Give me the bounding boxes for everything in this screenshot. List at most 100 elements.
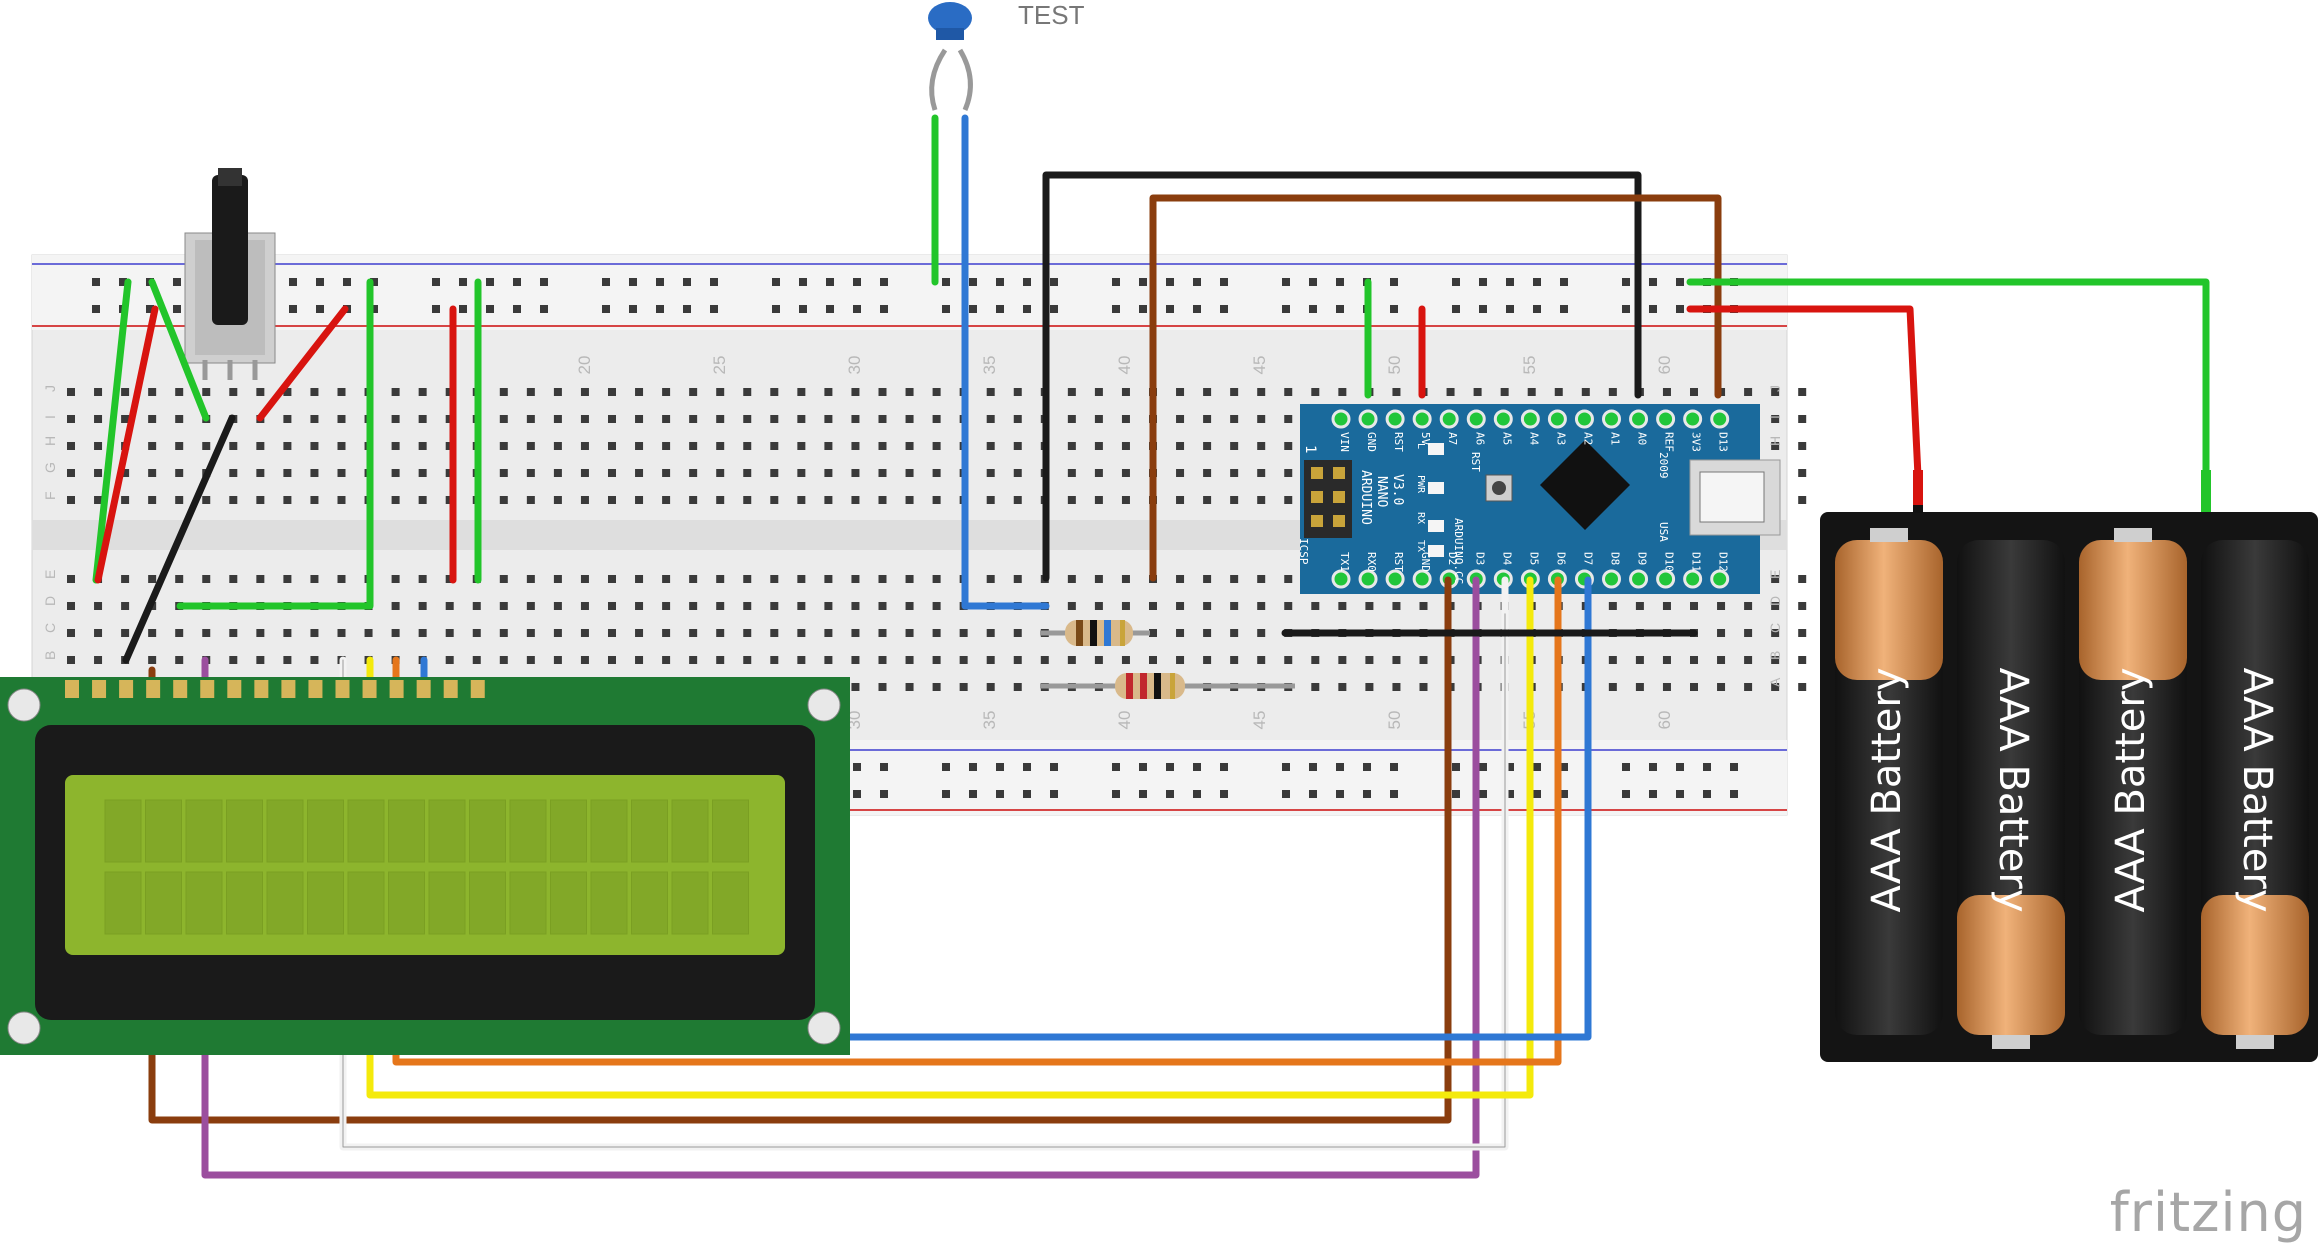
hole [1771,575,1780,583]
rail-hole [1112,278,1120,286]
hole [905,388,914,396]
battery-cell: AAA Battery [1957,540,2065,1049]
rail-hole [853,305,861,313]
column-number: 60 [1655,356,1674,375]
hole [229,442,238,450]
capacitor-label: TEST [1018,0,1085,30]
lcd-cell [550,799,587,863]
rail-hole [880,278,888,286]
hole [1094,442,1103,450]
column-number: 40 [1115,711,1134,730]
rail-hole [1649,790,1657,798]
hole [1338,388,1347,396]
rail-hole [1336,305,1344,313]
nano-pin-top [1385,409,1405,429]
rail-hole [486,305,494,313]
rail-hole [540,305,548,313]
hole [472,602,481,610]
hole [905,575,914,583]
rail-hole [1649,305,1657,313]
rail-hole [880,305,888,313]
rail-hole [1363,763,1371,771]
board-usa: USA [1657,522,1670,542]
rail-hole [602,305,610,313]
lcd-cell [671,799,709,863]
rail-hole [1533,278,1541,286]
lcd-cell [509,799,547,863]
hole [175,629,184,637]
rail-hole [1220,305,1228,313]
hole [1230,656,1239,664]
rail-hole [146,305,154,313]
hole [229,388,238,396]
hole [1203,602,1212,610]
nano-pin-bottom [1683,569,1703,589]
lcd-pin [362,680,377,698]
hole [418,442,427,450]
hole [608,575,616,583]
hole [743,442,752,450]
wire-green-pot-1 [92,278,132,584]
hole [499,496,508,504]
row-letter: F [42,491,58,500]
hole [580,469,589,477]
row-letter: D [1767,596,1783,606]
hole [445,656,454,664]
hole [1771,656,1780,664]
lcd-pin [146,680,161,698]
lcd-cell [145,799,182,863]
column-number: 60 [1655,711,1674,730]
hole [1284,496,1293,504]
hole [689,656,698,664]
rail-hole [1730,763,1738,771]
lcd-pin [254,680,269,698]
hole [94,469,103,477]
lcd-pin [281,680,296,698]
hole [1284,469,1293,477]
hole [608,442,616,450]
column-number: 40 [1115,356,1134,375]
hole [662,656,671,664]
hole [635,388,644,396]
hole [1798,629,1807,637]
led-label: RX [1415,512,1426,524]
hole [905,415,914,423]
pin-label: D13 [1717,432,1730,452]
hole [1365,602,1374,610]
hole [1365,683,1374,691]
row-letter: E [1767,570,1783,579]
hole [445,629,454,637]
hole [905,656,914,664]
board-site: ARDUINO.CC [1452,518,1465,584]
microcontroller-chip [1540,440,1630,530]
hole [1121,575,1130,583]
lcd-cell [590,799,628,863]
rail-hole [432,278,440,286]
row-letter: H [42,436,58,446]
hole [824,602,833,610]
hole [851,415,860,423]
lcd-pin [65,680,79,698]
rail-hole [853,763,861,771]
hole [608,629,616,637]
hole [175,469,184,477]
board-name: ARDUINO [1358,470,1373,525]
rail-hole [1452,763,1460,771]
rail-hole [1166,278,1174,286]
column-number: 35 [980,711,999,730]
hole [1013,683,1022,691]
hole [1284,575,1293,583]
hole [148,575,157,583]
rail-hole [683,305,691,313]
hole [499,415,508,423]
resistor-2 [1040,673,1295,699]
hole [1094,469,1103,477]
lcd-cell [469,799,506,863]
hole [1121,388,1130,396]
rail-hole [1649,763,1657,771]
hole [391,415,400,423]
hole [797,602,806,610]
rail-hole [1390,763,1398,771]
column-number: 25 [710,356,729,375]
